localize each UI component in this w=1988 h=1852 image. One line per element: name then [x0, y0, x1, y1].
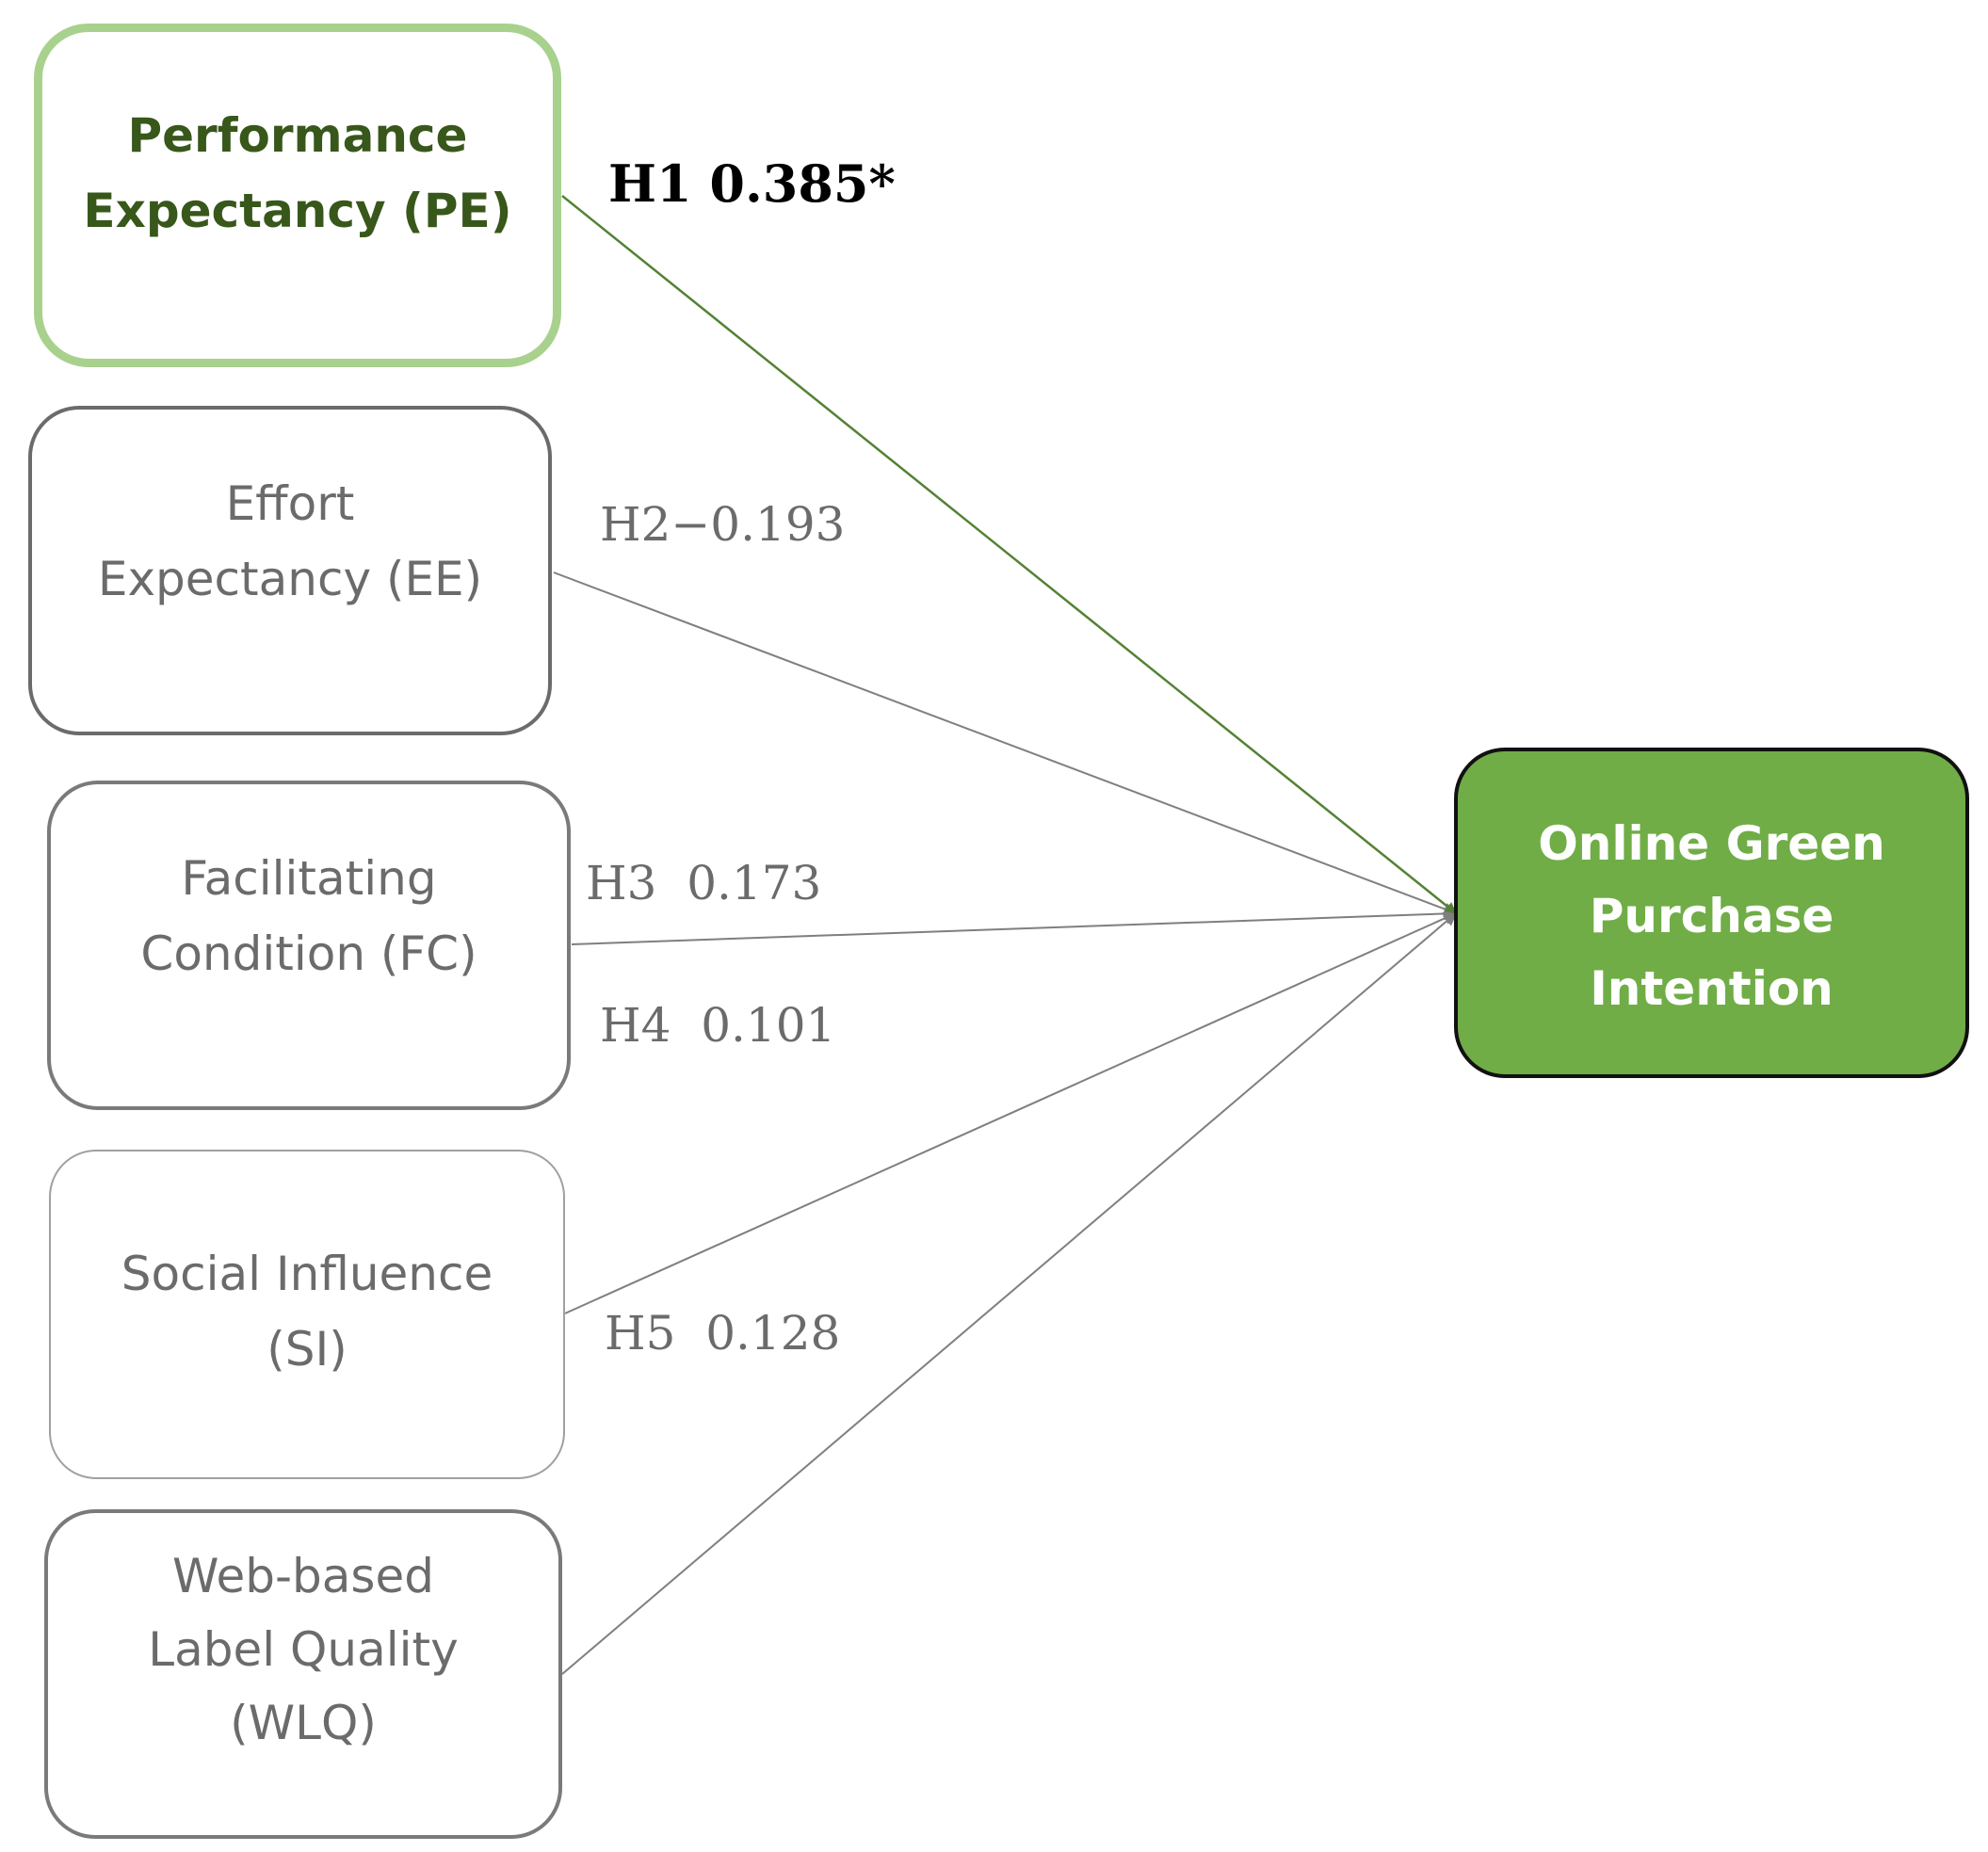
online-green-purchase-intention-label: Online Green Purchase Intention [1538, 816, 1885, 1016]
edge-pe-to-ogpi [561, 195, 1457, 914]
social-influence-box: Social Influence (SI) [49, 1150, 565, 1479]
web-based-label-quality-label: Web-based Label Quality (WLQ) [148, 1549, 459, 1750]
edge-fc-to-ogpi [571, 907, 1458, 945]
performance-expectancy-label: Performance Expectancy (PE) [83, 108, 512, 238]
performance-expectancy-box: Performance Expectancy (PE) [34, 24, 561, 367]
edge-label-h5: H5 0.128 [605, 1306, 841, 1361]
edge-label-h4: H4 0.101 [600, 998, 836, 1053]
social-influence-label: Social Influence (SI) [121, 1247, 493, 1377]
edge-label-h2: H2−0.193 [600, 497, 846, 552]
facilitating-condition-box: Facilitating Condition (FC) [47, 781, 571, 1110]
web-based-label-quality-box: Web-based Label Quality (WLQ) [44, 1509, 562, 1839]
edge-label-h1: H1 0.385* [608, 153, 896, 214]
effort-expectancy-label: Effort Expectancy (EE) [97, 476, 483, 606]
edge-si-to-ogpi [564, 911, 1458, 1314]
edge-label-h3: H3 0.173 [586, 856, 822, 910]
online-green-purchase-intention-box: Online Green Purchase Intention [1454, 748, 1969, 1078]
effort-expectancy-box: Effort Expectancy (EE) [28, 406, 552, 735]
facilitating-condition-label: Facilitating Condition (FC) [140, 851, 477, 981]
